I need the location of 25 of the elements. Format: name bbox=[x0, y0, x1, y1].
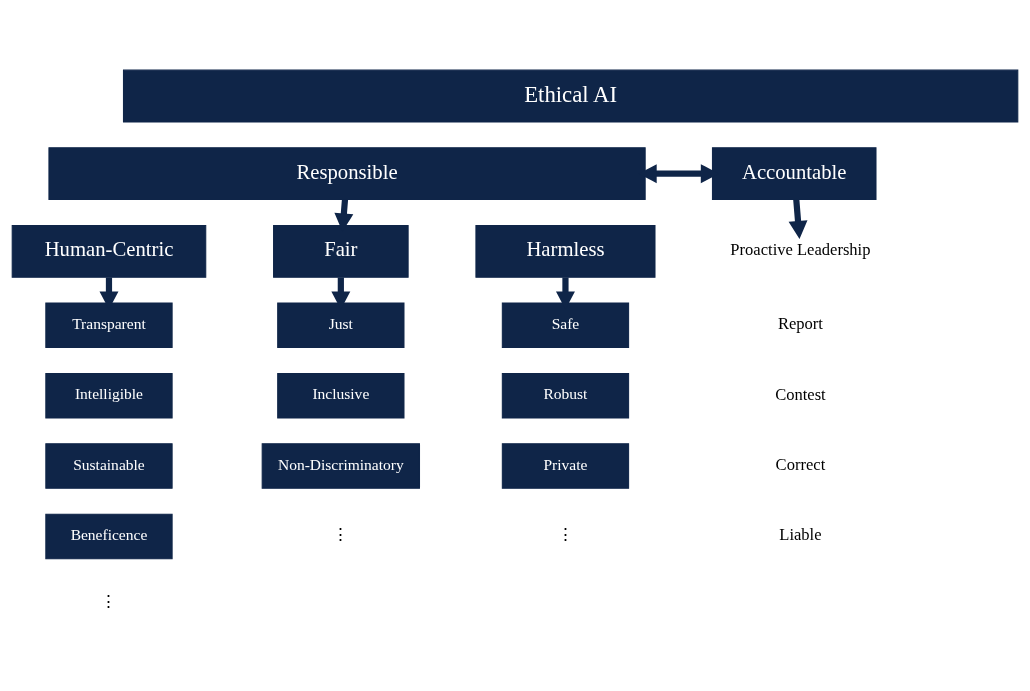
node-box: Harmless bbox=[475, 224, 656, 278]
label: Liable bbox=[779, 524, 822, 544]
label: ⋮ bbox=[332, 524, 350, 544]
node-box: Human-Centric bbox=[11, 224, 207, 278]
node-box: Robust bbox=[501, 372, 630, 418]
arrow bbox=[788, 199, 808, 239]
label: Contest bbox=[775, 384, 826, 404]
node-box: Private bbox=[501, 442, 630, 489]
node-box: Fair bbox=[273, 224, 409, 278]
label: Correct bbox=[775, 454, 826, 474]
node-box: Beneficence bbox=[45, 513, 173, 559]
node-box: Inclusive bbox=[277, 372, 405, 418]
label: Report bbox=[777, 313, 823, 333]
label: ⋮ bbox=[556, 524, 574, 544]
node-box: Intelligible bbox=[45, 372, 173, 418]
node-box: Responsible bbox=[48, 146, 646, 200]
node-box: Accountable bbox=[711, 146, 877, 200]
label: ⋮ bbox=[100, 591, 118, 611]
node-text: Proactive Leadership bbox=[730, 239, 871, 259]
node-box: Safe bbox=[501, 302, 630, 348]
node-box: Ethical AI bbox=[122, 69, 1019, 122]
node-box: Non-Discriminatory bbox=[261, 442, 421, 489]
node-box: Just bbox=[277, 302, 405, 348]
node-box: Transparent bbox=[45, 302, 173, 348]
node-box: Sustainable bbox=[45, 442, 173, 489]
